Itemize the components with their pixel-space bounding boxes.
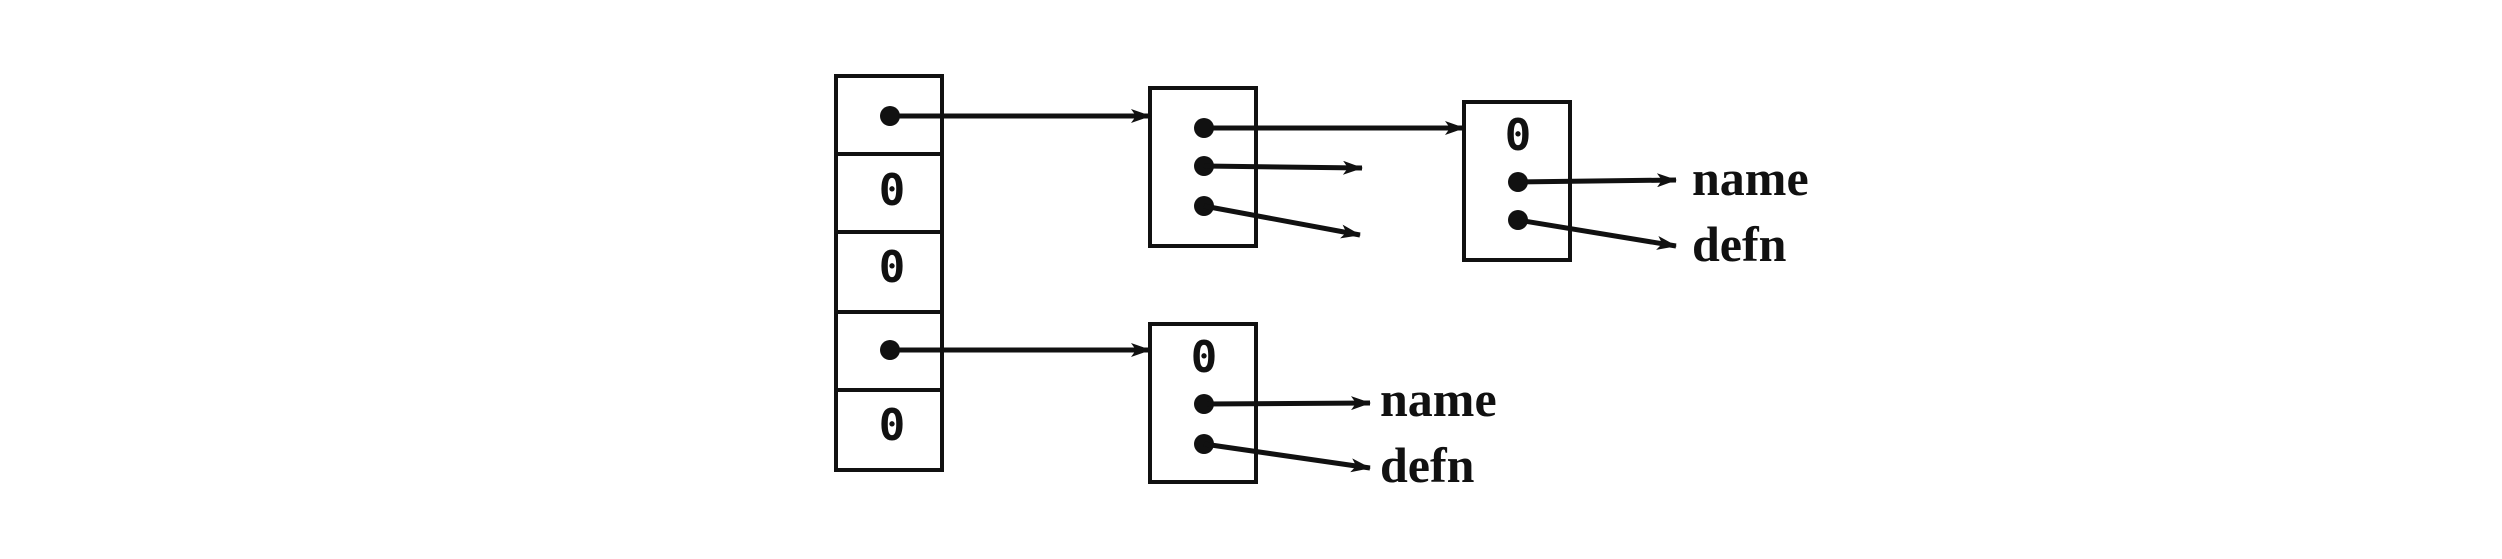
arrow-entry-lower-to-defn [1203,441,1371,473]
arrow-entry-upper-to-name [1517,173,1677,188]
arrow-entry-lower-to-name [1203,396,1371,411]
arrow-entry-upper-to-defn [1517,217,1677,250]
entry-lower-name-label: name [1380,371,1497,427]
hash-slot-3-null-label: 0 [879,242,906,293]
hash-slot-5-null-label: 0 [879,400,906,451]
entry-lower-defn-label: defn [1380,437,1475,493]
entry-lower-null-label: 0 [1191,332,1218,383]
entry-upper-null-label: 0 [1505,110,1532,161]
arrow-tree-node-pointer-3 [1203,203,1361,239]
arrow-tree-node-pointer-2 [1203,160,1363,175]
entry-upper-defn-label: defn [1692,216,1787,272]
entry-upper-name-label: name [1692,150,1809,206]
hash-slot-5 [834,388,944,472]
hash-slot-2-null-label: 0 [879,165,906,216]
